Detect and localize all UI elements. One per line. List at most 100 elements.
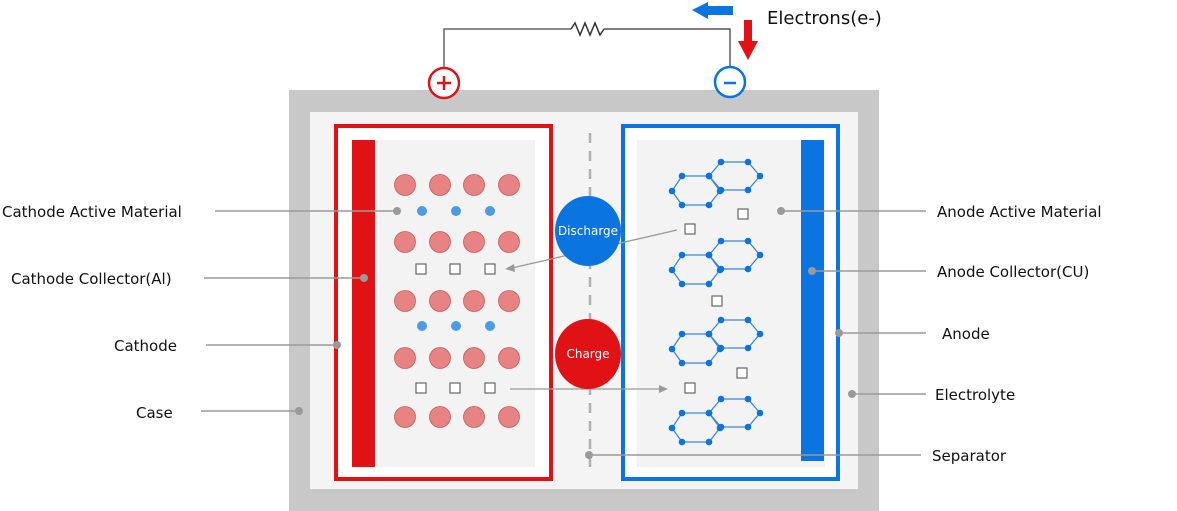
lithium-ion-vacancy [684, 223, 696, 235]
electron-dot [485, 321, 495, 331]
carbon-atom [668, 345, 676, 353]
cathode-particle [498, 347, 520, 369]
electron-dot [417, 321, 427, 331]
carbon-atom [744, 316, 752, 324]
carbon-atom [744, 158, 752, 166]
carbon-atom [705, 201, 713, 209]
lithium-ion-vacancy [737, 208, 749, 220]
carbon-atom [705, 172, 713, 180]
label-cathode-collector: Cathode Collector(Al) [11, 270, 172, 288]
label-cathode: Cathode [114, 337, 177, 355]
cathode-particle [498, 231, 520, 253]
cathode-particle [463, 174, 485, 196]
carbon-atom [678, 280, 686, 288]
label-electrolyte: Electrolyte [935, 386, 1015, 404]
anode-active-area [637, 140, 825, 467]
external-circuit [443, 21, 731, 70]
cathode-particle [429, 406, 451, 428]
cathode-particle [463, 231, 485, 253]
discharge-label: Discharge [558, 224, 618, 238]
carbon-atom [678, 330, 686, 338]
carbon-atom [668, 187, 676, 195]
carbon-atom [717, 316, 725, 324]
electrons-label: Electrons(e-) [767, 8, 882, 29]
lithium-ion-vacancy [711, 295, 723, 307]
carbon-atom [717, 186, 725, 194]
carbon-atom [756, 409, 764, 417]
carbon-atom [717, 395, 725, 403]
carbon-atom [705, 280, 713, 288]
carbon-atom [756, 172, 764, 180]
carbon-atom [678, 172, 686, 180]
cathode-particle [463, 290, 485, 312]
right-labels: Anode Active Material Anode Collector(CU… [585, 203, 1102, 465]
lithium-ion-vacancy [484, 263, 496, 275]
carbon-atom [705, 359, 713, 367]
resistor-icon [570, 21, 605, 37]
anode-collector [801, 140, 824, 461]
carbon-atom [705, 330, 713, 338]
left-labels: Cathode Active Material Cathode Collecto… [2, 203, 401, 422]
carbon-atom [705, 251, 713, 259]
anode [621, 124, 840, 481]
label-anode: Anode [942, 325, 990, 343]
carbon-atom [717, 158, 725, 166]
carbon-atom [744, 237, 752, 245]
cathode-particle [463, 347, 485, 369]
label-case: Case [136, 404, 173, 422]
carbon-atom [717, 237, 725, 245]
carbon-atom [717, 265, 725, 273]
label-anode-active-material: Anode Active Material [937, 203, 1102, 221]
charge-arrowhead-icon [659, 385, 668, 393]
label-separator: Separator [932, 447, 1007, 465]
carbon-atom [668, 266, 676, 274]
cathode [334, 124, 553, 481]
cathode-particles [394, 174, 520, 428]
carbon-atom [744, 423, 752, 431]
carbon-atom [756, 330, 764, 338]
cathode-particle [394, 347, 416, 369]
cathode-particle [394, 174, 416, 196]
carbon-atom [756, 251, 764, 259]
cathode-particle [394, 290, 416, 312]
cathode-particle [429, 290, 451, 312]
cathode-collector [352, 140, 375, 467]
electron-dot [451, 206, 461, 216]
negative-terminal [713, 65, 747, 99]
electron-dot [417, 206, 427, 216]
carbon-atom [668, 424, 676, 432]
carbon-atom [678, 201, 686, 209]
lithium-ion-vacancy [449, 382, 461, 394]
cathode-particle [498, 406, 520, 428]
cathode-particle [498, 174, 520, 196]
arrow-left-icon [692, 2, 733, 19]
electron-flow-arrows: Electrons(e-) [692, 2, 882, 60]
carbon-atom [678, 251, 686, 259]
arrow-down-icon [738, 20, 758, 60]
anode-graphite [668, 158, 764, 446]
cathode-particle [429, 347, 451, 369]
carbon-atom [678, 359, 686, 367]
carbon-atom [705, 438, 713, 446]
carbon-atom [744, 344, 752, 352]
lithium-ion-vacancy [484, 382, 496, 394]
carbon-atom [744, 265, 752, 273]
lithium-ion-vacancy [736, 367, 748, 379]
wire-right [604, 28, 731, 66]
carbon-atom [717, 423, 725, 431]
discharge-arrowhead-icon [505, 264, 515, 272]
lithium-ion-vacancy [684, 382, 696, 394]
electron-dot [485, 206, 495, 216]
carbon-atom [678, 438, 686, 446]
carbon-atom [744, 395, 752, 403]
cathode-particle [463, 406, 485, 428]
charge-bubble: Charge [555, 319, 621, 389]
cathode-particle [429, 231, 451, 253]
lithium-ion-vacancy [415, 263, 427, 275]
lithium-ion-vacancy [415, 382, 427, 394]
label-cathode-active-material: Cathode Active Material [2, 203, 182, 221]
cathode-particle [394, 231, 416, 253]
wire-left [443, 28, 571, 70]
charge-label: Charge [566, 347, 609, 361]
